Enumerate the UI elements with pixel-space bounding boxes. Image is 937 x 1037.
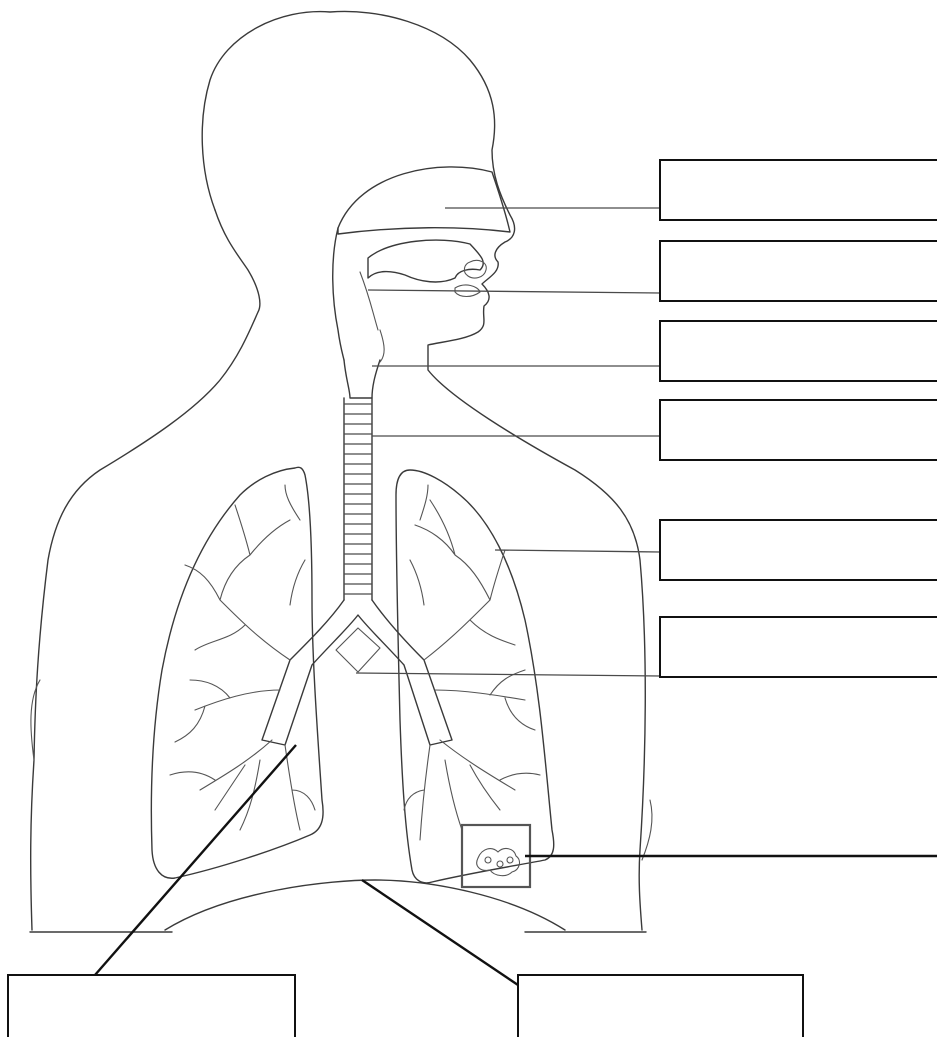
trachea — [262, 398, 452, 745]
label-box-heart-area[interactable] — [660, 617, 937, 677]
alveoli-inset — [462, 825, 530, 887]
label-box-trachea[interactable] — [660, 400, 937, 460]
diaphragm — [30, 880, 646, 932]
right-lung — [396, 470, 554, 887]
label-box-oral-cavity[interactable] — [660, 241, 937, 301]
label-box-lung[interactable] — [660, 520, 937, 580]
label-box-nasal-cavity[interactable] — [660, 160, 937, 220]
left-lung — [151, 467, 323, 878]
label-box-bronchiole[interactable] — [8, 975, 295, 1037]
label-box-pharynx-larynx[interactable] — [660, 321, 937, 381]
trachea-rings — [344, 404, 372, 594]
label-box-diaphragm[interactable] — [518, 975, 803, 1037]
body-outline — [31, 11, 652, 930]
